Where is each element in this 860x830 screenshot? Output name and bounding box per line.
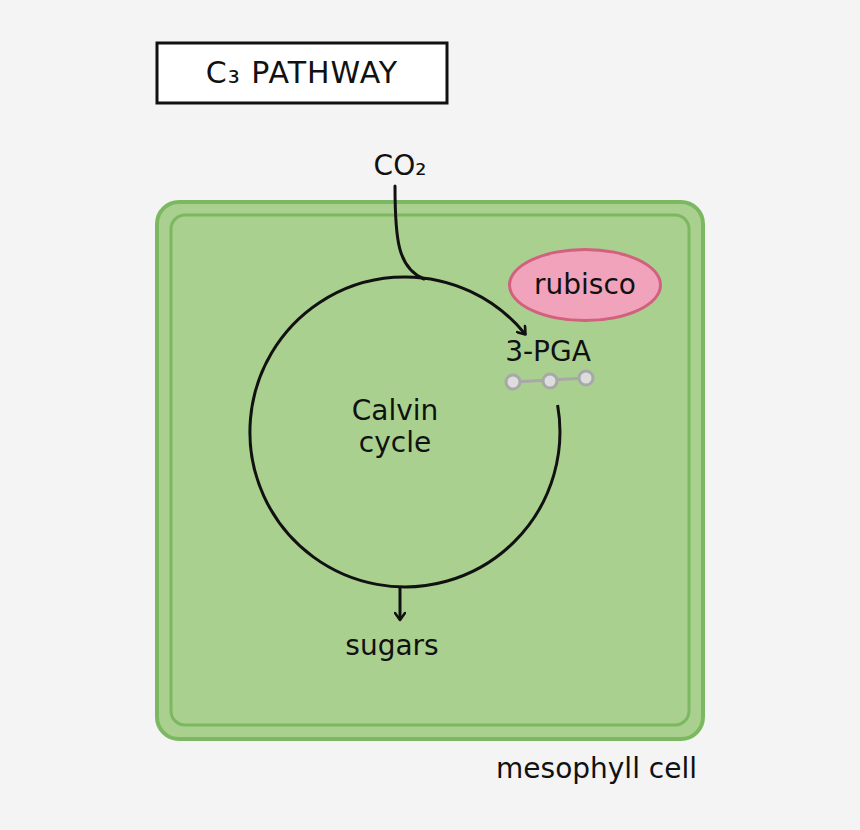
cell-label: mesophyll cell [496,753,697,785]
title-box [157,43,447,103]
co2-line [395,186,424,279]
title: C₃ PATHWAY [206,56,398,91]
cell-wall [157,202,703,739]
calvin-cycle: Calvin cycle [250,277,560,587]
sugar-arrow [399,587,402,620]
cell-membrane [171,215,689,725]
rubisco-label: rubisco [534,269,636,301]
pga-molecule [506,371,593,389]
pga-label: 3-PGA [505,336,591,368]
rubisco-enzyme: rubisco [508,248,662,322]
cycle-label: Calvin cycle [320,395,470,459]
co2-label: CO₂ [374,150,427,182]
sugars-label: sugars [345,630,438,662]
cycle-arrow [250,277,560,587]
